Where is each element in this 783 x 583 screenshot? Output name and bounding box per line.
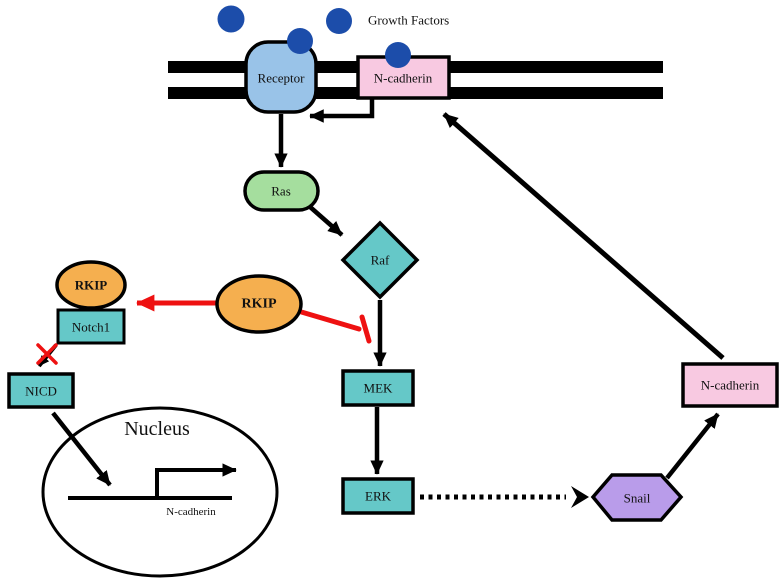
- receptor-label: Receptor: [258, 71, 306, 86]
- nucleus-outline: [41, 406, 279, 578]
- ncadherin-induced-node: [681, 362, 779, 408]
- growth-factor-circle: [287, 28, 313, 54]
- arrow-ncadherin-to-receptor: [309, 98, 375, 123]
- mek-label: MEK: [364, 381, 394, 396]
- erk-label: ERK: [365, 489, 392, 504]
- notch1-label: Notch1: [72, 320, 110, 335]
- ras-label: Ras: [271, 184, 291, 199]
- erk-node: [341, 477, 415, 515]
- raf-node: [340, 220, 420, 300]
- dotted-arrowhead-icon: [571, 486, 589, 508]
- mek-node: [341, 369, 415, 407]
- growth-factor-circle: [326, 8, 352, 34]
- ncadherin-membrane-label: N-cadherin: [374, 71, 433, 86]
- rkip-bound-node: [55, 260, 127, 310]
- nucleus-label: Nucleus: [124, 418, 190, 440]
- ncadherin-gene-label: N-cadherin: [166, 506, 216, 518]
- arrow-snail-to-ncadherin: [665, 412, 720, 480]
- inhibition-line-rkip-to-raf-mek: [295, 308, 362, 332]
- rkip-free-label: RKIP: [242, 297, 277, 312]
- growth-factor-circle: [385, 42, 411, 68]
- snail-label: Snail: [624, 491, 651, 506]
- ras-node: [243, 170, 320, 212]
- receptor-node: [244, 40, 318, 114]
- arrow-ncadherin-to-membrane: [442, 112, 725, 360]
- nicd-label: NICD: [25, 384, 57, 399]
- raf-label: Raf: [371, 253, 390, 268]
- rkip-bound-label: RKIP: [75, 278, 108, 293]
- rkip-free-node: [215, 274, 303, 334]
- growth-factors-label: Growth Factors: [368, 13, 449, 28]
- notch1-node: [56, 308, 126, 345]
- nicd-node: [7, 372, 75, 409]
- growth-factor-circle: [217, 5, 245, 33]
- blocked-x-mark: [36, 343, 58, 365]
- arrow-nicd-to-gene: [51, 411, 112, 487]
- snail-node: [590, 473, 684, 522]
- arrow-ras-to-raf: [307, 204, 344, 237]
- inhibition-tbar: [359, 314, 372, 344]
- ncadherin-induced-label: N-cadherin: [701, 378, 760, 393]
- gene-promoter-arrow: [155, 463, 237, 497]
